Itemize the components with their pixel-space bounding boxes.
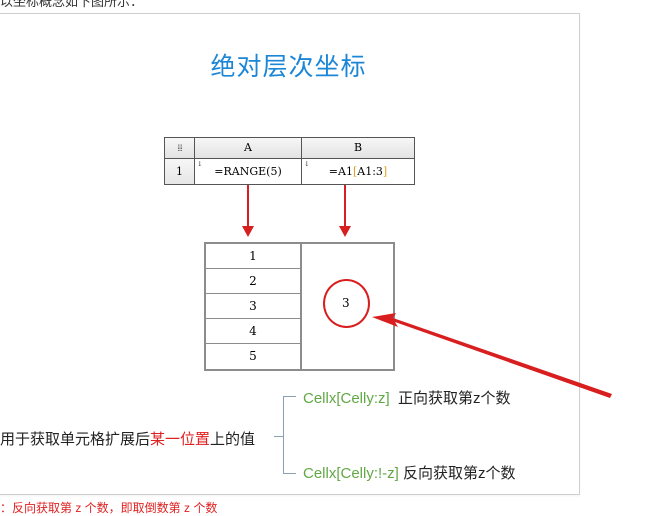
branch-bottom-code: Cellx[Celly:!-z]	[303, 465, 399, 482]
cell-a1: ↓ =RANGE(5)	[195, 159, 302, 184]
result-item: 1	[206, 244, 300, 269]
result-item: 5	[249, 349, 257, 363]
bracket-close: ]	[382, 165, 388, 178]
spreadsheet-grid: ⁞⁞⁞ A B 1 ↓ =RANGE(5) ↓ =A1[A1:3]	[164, 137, 415, 185]
branch-top: Cellx[Celly:z] 正向获取第z个数	[303, 387, 511, 408]
row-header-1: 1	[165, 159, 195, 184]
result-item: 3	[206, 294, 300, 319]
bracket-open: [	[352, 165, 358, 178]
cell-b1-formula-prefix: =A1	[328, 165, 353, 178]
column-header-b: B	[302, 138, 414, 159]
cell-b1-formula-inner: A1:3	[357, 165, 383, 178]
branch-bottom-text: 反向获取第z个数	[403, 465, 516, 482]
arrow-a-line	[247, 185, 249, 227]
branch-stem	[274, 436, 283, 437]
result-item: 4	[206, 319, 300, 344]
expand-down-icon: ↓	[197, 160, 203, 168]
caption-main: 用于获取单元格扩展后某一位置上的值	[0, 428, 255, 449]
arrow-down-icon	[339, 226, 351, 237]
arrow-b-line	[344, 185, 346, 227]
caption-highlight: 某一位置	[150, 431, 211, 448]
figure-title: 绝对层次坐标	[210, 53, 367, 81]
bottom-note: ：反向获取第 z 个数，即取倒数第 z 个数	[0, 501, 218, 515]
expand-down-icon: ↓	[304, 160, 310, 168]
branch-bottom: Cellx[Celly:!-z] 反向获取第z个数	[303, 462, 516, 483]
cell-b1: ↓ =A1[A1:3]	[302, 159, 414, 184]
result-item: 2	[206, 269, 300, 294]
column-header-a: A	[195, 138, 302, 159]
result-list: 1 2 3 4 5	[206, 244, 302, 369]
corner-grip-icon: ⁞⁞⁞	[165, 138, 195, 159]
branch-top-code: Cellx[Celly:z]	[303, 390, 390, 407]
caption-suffix: 上的值	[210, 431, 256, 448]
cell-a1-formula: =RANGE(5)	[214, 165, 282, 178]
intro-text: 以坐标概念如下图所示：	[0, 0, 144, 9]
arrow-down-icon	[242, 226, 254, 237]
caption-prefix: 用于获取单元格扩展后	[0, 431, 151, 448]
branch-top-text: 正向获取第z个数	[398, 390, 511, 407]
branch-bracket	[283, 396, 296, 474]
highlight-circle	[323, 279, 370, 328]
